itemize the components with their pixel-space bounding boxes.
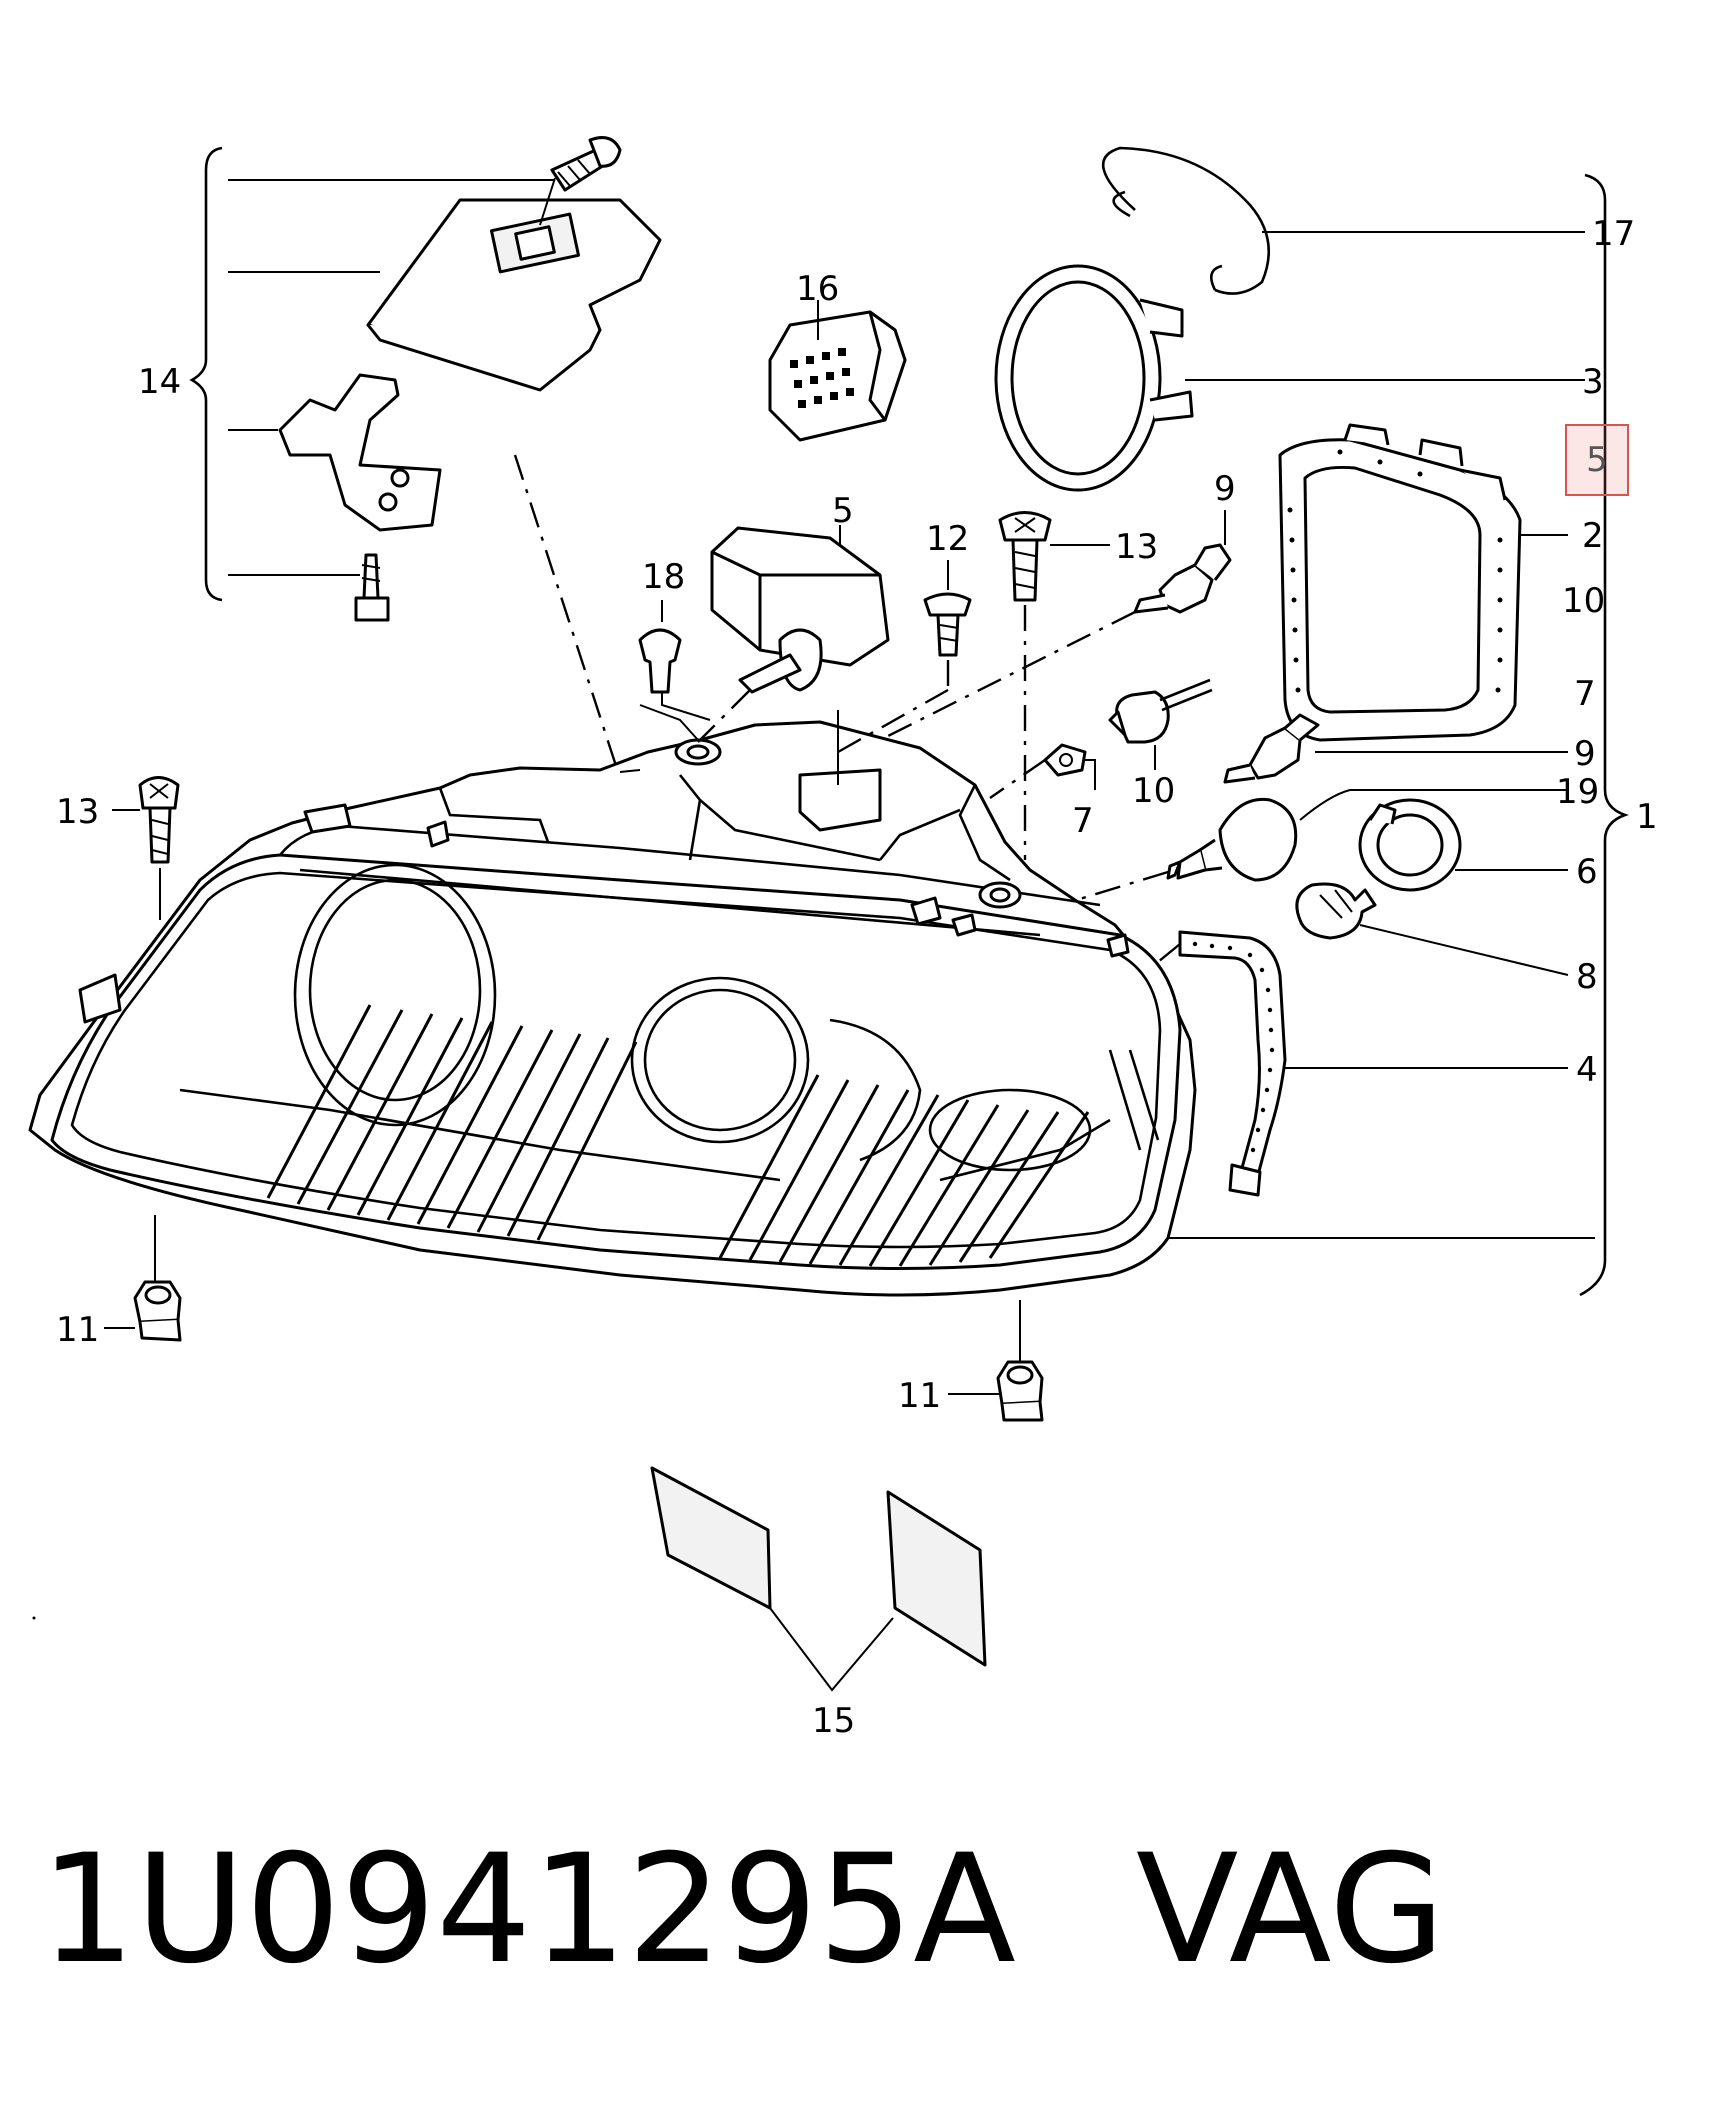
callout-8: 8 [1576, 957, 1598, 997]
connector-16-part [768, 300, 907, 442]
nut-11-left-part [104, 1215, 182, 1342]
callout-labels: 17 3 2 10 7 9 19 1 6 8 4 16 5 12 13 9 18… [56, 214, 1658, 1741]
callout-4: 4 [1576, 1050, 1598, 1090]
headlight-housing-part [28, 720, 1197, 1297]
wiring-harness-4-part [1129, 930, 1568, 1197]
bracket-part [278, 373, 442, 532]
seal-ring-3-part [994, 264, 1585, 492]
callout-10-mid: 10 [1132, 771, 1175, 811]
callout-18: 18 [642, 557, 685, 597]
clip-7-part [989, 743, 1096, 799]
cover-plate-part [366, 177, 662, 392]
assembly-dashed-lines [513, 454, 949, 785]
callout-5-highlighted: 5 [1586, 440, 1608, 480]
callout-9-top: 9 [1214, 469, 1236, 509]
bulb-9-right-part [1223, 713, 1568, 784]
rivet-18-part [638, 600, 711, 721]
films-15-part [32, 1466, 987, 1692]
callout-16: 16 [796, 269, 839, 309]
screw-13-left-part [112, 776, 180, 920]
top-screw-part [550, 136, 622, 192]
callout-13-left: 13 [56, 792, 99, 832]
callout-2: 2 [1582, 516, 1604, 556]
callout-11-left: 11 [56, 1310, 99, 1350]
highlighted-callout-box [1565, 424, 1629, 496]
socket-10-part [1108, 678, 1213, 770]
screw-12-part [923, 560, 972, 690]
cover-2-part [1278, 423, 1568, 742]
callout-14: 14 [138, 362, 181, 402]
bracket-screw-part [354, 553, 390, 622]
bracket-14-group [189, 146, 555, 602]
motor-5-part [710, 525, 890, 694]
bulb-9-top-part [879, 510, 1232, 742]
callout-5: 5 [832, 491, 854, 531]
callout-19: 19 [1556, 772, 1599, 812]
callout-9-right: 9 [1574, 734, 1596, 774]
callout-11-bottom: 11 [898, 1376, 941, 1416]
nut-11-bottom-part [948, 1300, 1044, 1422]
screw-13-top-part [998, 511, 1110, 860]
bracket-1-group [1160, 173, 1629, 1297]
bulb-19-part [1059, 789, 1568, 907]
callout-15: 15 [812, 1701, 855, 1741]
callout-12: 12 [926, 519, 969, 559]
lamp-holder-6-part [1358, 798, 1568, 892]
lens-hatching [266, 1004, 1090, 1267]
part-number: 1U0941295A [40, 1823, 1016, 1997]
callout-7-mid: 7 [1072, 801, 1094, 841]
bulb-8-part [1295, 882, 1569, 976]
callout-1: 1 [1636, 797, 1658, 837]
callout-17: 17 [1592, 214, 1635, 254]
brand-name: VAG [1135, 1823, 1446, 1997]
callout-7-right: 7 [1574, 674, 1596, 714]
callout-3: 3 [1582, 362, 1604, 402]
callout-6: 6 [1576, 852, 1598, 892]
callout-10-right: 10 [1562, 581, 1605, 621]
headlight-exploded-diagram: 17 3 2 10 7 9 19 1 6 8 4 16 5 12 13 9 18… [28, 136, 1658, 1741]
retaining-clip-17-part [1101, 146, 1585, 295]
callout-13-top: 13 [1115, 527, 1158, 567]
